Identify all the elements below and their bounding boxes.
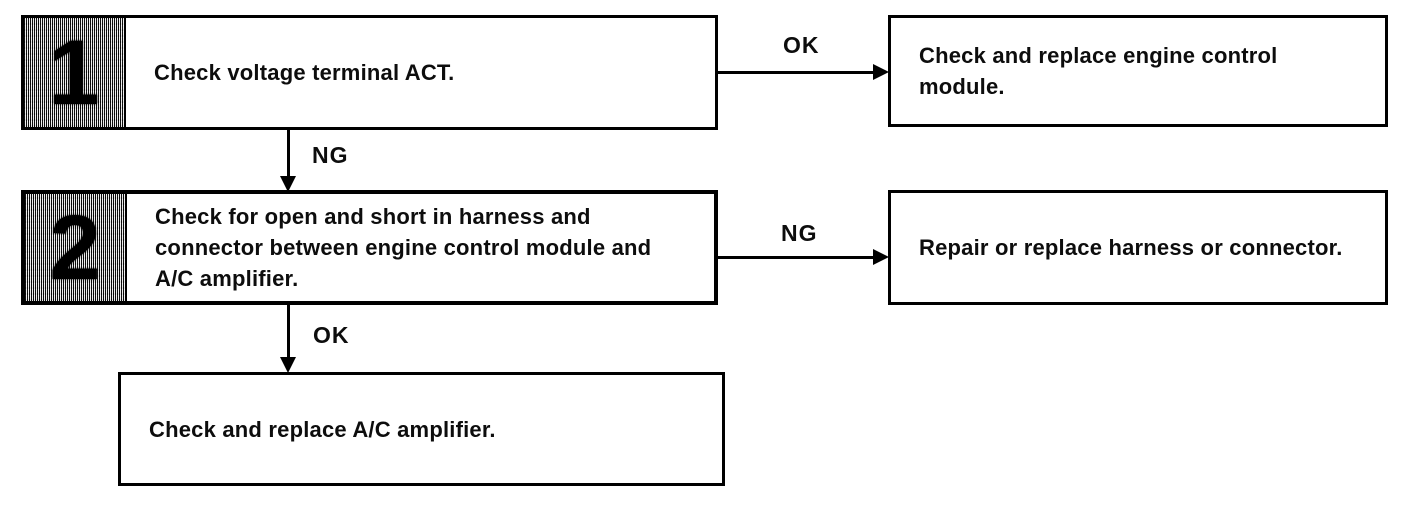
step-2-box: 2 Check for open and short in harness an… xyxy=(21,190,718,305)
arrow-down-icon xyxy=(280,176,296,192)
step-2-number: 2 xyxy=(49,196,101,299)
arrow-right-icon xyxy=(873,64,889,80)
step-1-number-block: 1 xyxy=(24,18,126,127)
arrow-down-icon xyxy=(280,357,296,373)
step-1-text: Check voltage terminal ACT. xyxy=(154,60,455,85)
step-2-text: Check for open and short in harness and … xyxy=(155,204,652,291)
result-ac-amplifier-box: Check and replace A/C amplifier. xyxy=(118,372,725,486)
arrow-step1-ng-line xyxy=(287,130,290,178)
label-step1-ng: NG xyxy=(312,142,349,168)
label-step1-ok: OK xyxy=(783,32,820,58)
step-1-number: 1 xyxy=(48,21,100,124)
step-1-box: 1 Check voltage terminal ACT. xyxy=(21,15,718,130)
arrow-step2-ok-line xyxy=(287,305,290,359)
result-engine-control-module-text: Check and replace engine control module. xyxy=(919,43,1278,99)
result-ac-amplifier-text: Check and replace A/C amplifier. xyxy=(149,416,496,442)
result-repair-harness-text: Repair or replace harness or connector. xyxy=(919,235,1343,260)
result-engine-control-module-box: Check and replace engine control module. xyxy=(888,15,1388,127)
step-2-number-block: 2 xyxy=(25,194,127,301)
result-repair-harness-box: Repair or replace harness or connector. xyxy=(888,190,1388,305)
label-step2-ok: OK xyxy=(313,322,350,348)
arrow-right-icon xyxy=(873,249,889,265)
arrow-step1-ok-line xyxy=(718,71,876,74)
label-step2-ng: NG xyxy=(781,220,818,246)
arrow-step2-ng-line xyxy=(718,256,876,259)
